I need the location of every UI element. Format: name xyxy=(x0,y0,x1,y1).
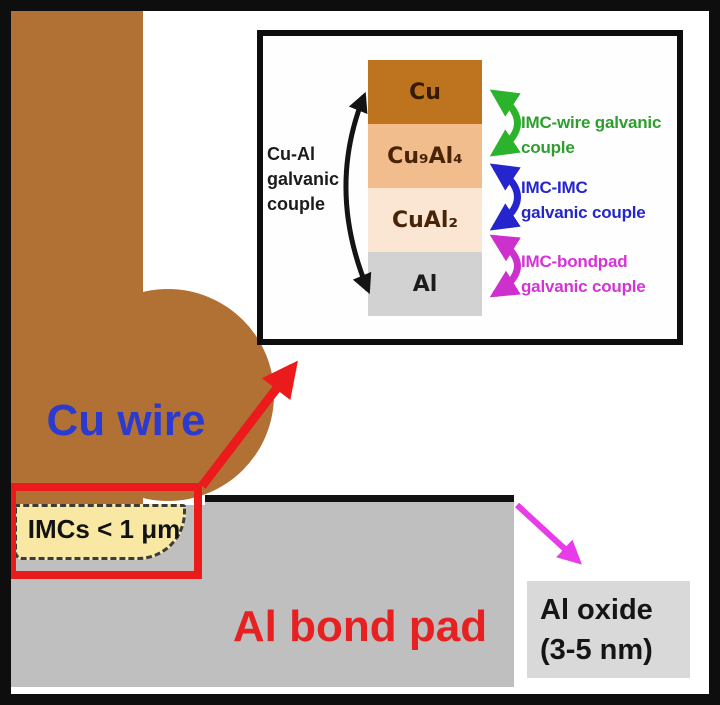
imc-bondpad-couple-line2: galvanic couple xyxy=(521,277,646,296)
cu-wire-ball-bond-shape xyxy=(62,289,274,501)
al-oxide-line1: Al oxide xyxy=(540,594,653,626)
imc-highlight-rectangle xyxy=(8,483,202,579)
al-oxide-line2: (3-5 nm) xyxy=(540,634,653,666)
imc-bondpad-couple-label: IMC-bondpad galvanic couple xyxy=(521,249,677,299)
al-bond-pad-shape xyxy=(205,495,514,687)
oxide-callout-arrow xyxy=(514,502,582,565)
cu-al-galvanic-couple-label: Cu-Al galvanic couple xyxy=(267,142,367,217)
imc-imc-couple-line2: galvanic couple xyxy=(521,203,646,222)
al-bond-pad-label: Al bond pad xyxy=(232,602,488,651)
imc-imc-couple-label: IMC-IMC galvanic couple xyxy=(521,175,677,225)
cu-al-couple-line1: Cu-Al xyxy=(267,144,315,164)
layer-al: Al xyxy=(368,252,482,316)
layer-cu9al4: Cu₉Al₄ xyxy=(368,124,482,188)
imc-wire-couple-line2: couple xyxy=(521,138,575,157)
al-oxide-box xyxy=(527,581,690,678)
layer-cual2: CuAl₂ xyxy=(368,188,482,252)
galvanic-couple-inset: Cu Cu₉Al₄ CuAl₂ Al Cu-Al galvanic couple… xyxy=(257,30,683,345)
al-oxide-label: Al oxide (3-5 nm) xyxy=(540,590,653,670)
layer-cu: Cu xyxy=(368,60,482,124)
cu-al-couple-line3: couple xyxy=(267,194,326,214)
imc-wire-couple-label: IMC-wire galvanic couple xyxy=(521,110,677,160)
cu-wire-label: Cu wire xyxy=(46,396,206,445)
imc-bondpad-couple-line1: IMC-bondpad xyxy=(521,252,628,271)
imc-imc-couple-line1: IMC-IMC xyxy=(521,178,588,197)
cu-al-couple-line2: galvanic xyxy=(267,169,340,189)
imc-wire-couple-line1: IMC-wire galvanic xyxy=(521,113,662,132)
imc-thickness-label: IMCs < 1 μm xyxy=(27,514,181,544)
